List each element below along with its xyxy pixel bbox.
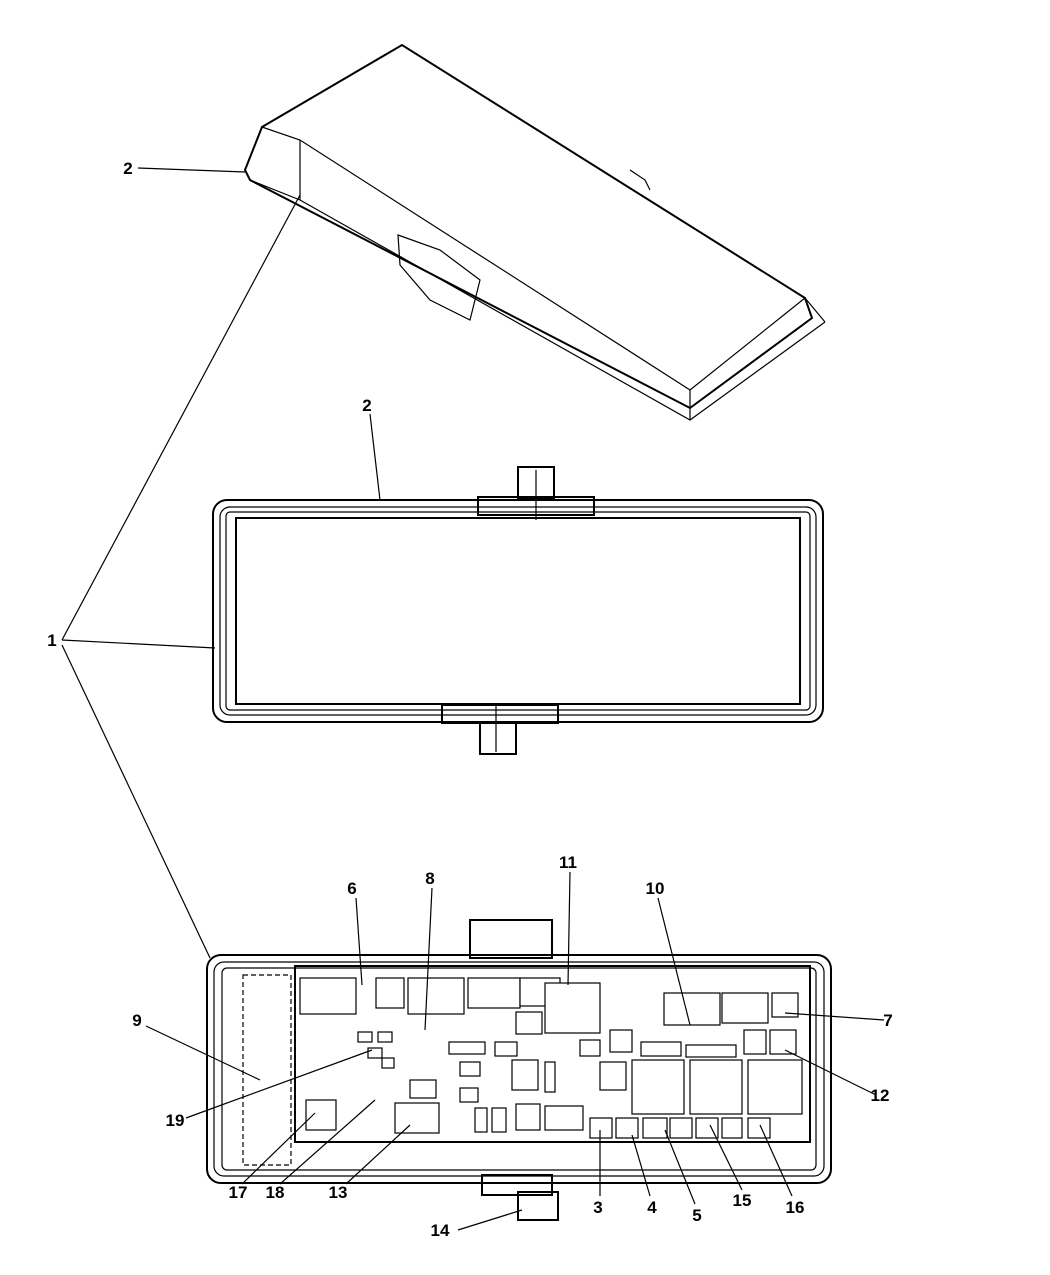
fuse-relay-slot <box>669 1117 693 1139</box>
middle-cover <box>212 466 824 755</box>
callout-number: 5 <box>692 1206 701 1225</box>
leader-line <box>424 887 433 1031</box>
leader-line <box>369 413 381 501</box>
fuse-relay-slot <box>743 1029 767 1055</box>
leader-line <box>631 1134 651 1197</box>
fuse-relay-slot <box>459 1061 481 1077</box>
fuse-relay-slot <box>467 977 521 1009</box>
callout-number: 10 <box>646 879 665 898</box>
leader-line <box>759 1124 793 1197</box>
fuse-relay-components <box>299 977 803 1139</box>
leader-line <box>355 897 363 986</box>
fuse-relay-slot <box>689 1059 743 1115</box>
fuse-relay-slot <box>579 1039 601 1057</box>
callout-number: 17 <box>229 1183 248 1202</box>
leader-line <box>61 644 211 959</box>
leader-line <box>664 1129 696 1205</box>
callout-number: 3 <box>593 1198 602 1217</box>
fuse-relay-slot <box>448 1041 486 1055</box>
callout-number: 18 <box>266 1183 285 1202</box>
callout-number: 15 <box>733 1191 752 1210</box>
fuse-relay-slot <box>769 1029 797 1055</box>
fuse-relay-slot <box>375 977 405 1009</box>
fuse-relay-slot <box>615 1117 639 1139</box>
fuse-relay-slot <box>642 1117 668 1139</box>
fuse-relay-slot <box>721 992 769 1024</box>
callout-number: 7 <box>883 1011 892 1030</box>
fuse-relay-slot <box>515 1103 541 1131</box>
fuse-relay-slot <box>357 1031 373 1043</box>
leader-line <box>145 1025 261 1081</box>
fuse-relay-slot <box>695 1117 719 1139</box>
leader-line <box>185 1049 373 1119</box>
fuse-relay-slot <box>544 1061 556 1093</box>
top-cover <box>243 43 826 421</box>
fuse-relay-slot <box>721 1117 743 1139</box>
callout-number: 19 <box>166 1111 185 1130</box>
fuse-relay-slot <box>381 1057 395 1069</box>
fuse-relay-slot <box>407 977 465 1015</box>
callout-number: 2 <box>362 396 371 415</box>
leader-line <box>709 1124 743 1191</box>
fuse-relay-slot <box>663 992 721 1026</box>
leader-line <box>784 1049 877 1096</box>
fuse-relay-slot <box>491 1107 507 1133</box>
fuse-relay-slot <box>299 977 357 1015</box>
fuse-relay-slot <box>474 1107 488 1133</box>
callout-number: 6 <box>347 879 356 898</box>
callout-number: 16 <box>786 1198 805 1217</box>
fuse-relay-slot <box>747 1059 803 1115</box>
fuse-relay-slot <box>394 1102 440 1134</box>
leader-line <box>241 1112 316 1185</box>
fuse-relay-slot <box>589 1117 613 1139</box>
leader-line <box>61 639 216 649</box>
callout-number: 2 <box>123 159 132 178</box>
fuse-relay-slot <box>459 1087 479 1103</box>
fuse-relay-slot <box>544 1105 584 1131</box>
fuse-relay-slot <box>377 1031 393 1043</box>
callout-number: 8 <box>425 869 434 888</box>
leader-line <box>345 1124 411 1185</box>
fuse-relay-slot <box>631 1059 685 1115</box>
fuse-relay-slot <box>640 1041 682 1057</box>
leader-line <box>61 194 301 641</box>
callout-number: 1 <box>47 631 56 650</box>
leader-line <box>784 1012 885 1021</box>
fuse-relay-slot <box>515 1011 543 1035</box>
fuse-relay-slot <box>305 1099 337 1131</box>
fuse-relay-slot <box>685 1044 737 1058</box>
fuse-relay-slot <box>599 1061 627 1091</box>
callout-number: 9 <box>132 1011 141 1030</box>
leader-line <box>137 167 246 173</box>
leader-line <box>457 1209 523 1231</box>
callout-number: 13 <box>329 1183 348 1202</box>
bottom-tray <box>206 919 832 1221</box>
callout-number: 11 <box>559 853 577 872</box>
fuse-relay-slot <box>494 1041 518 1057</box>
fuse-relay-slot <box>367 1047 383 1059</box>
callout-number: 12 <box>871 1086 890 1105</box>
leader-line <box>657 897 691 1026</box>
leader-lines <box>61 167 885 1231</box>
leader-line <box>279 1099 376 1185</box>
fuse-relay-slot <box>544 982 601 1034</box>
fuse-relay-slot <box>747 1117 771 1139</box>
fuse-relay-slot <box>511 1059 539 1091</box>
leader-line <box>567 871 571 986</box>
callout-number: 4 <box>647 1198 657 1217</box>
fuse-relay-slot <box>609 1029 633 1053</box>
fuse-relay-slot <box>409 1079 437 1099</box>
callout-number: 14 <box>431 1221 450 1240</box>
